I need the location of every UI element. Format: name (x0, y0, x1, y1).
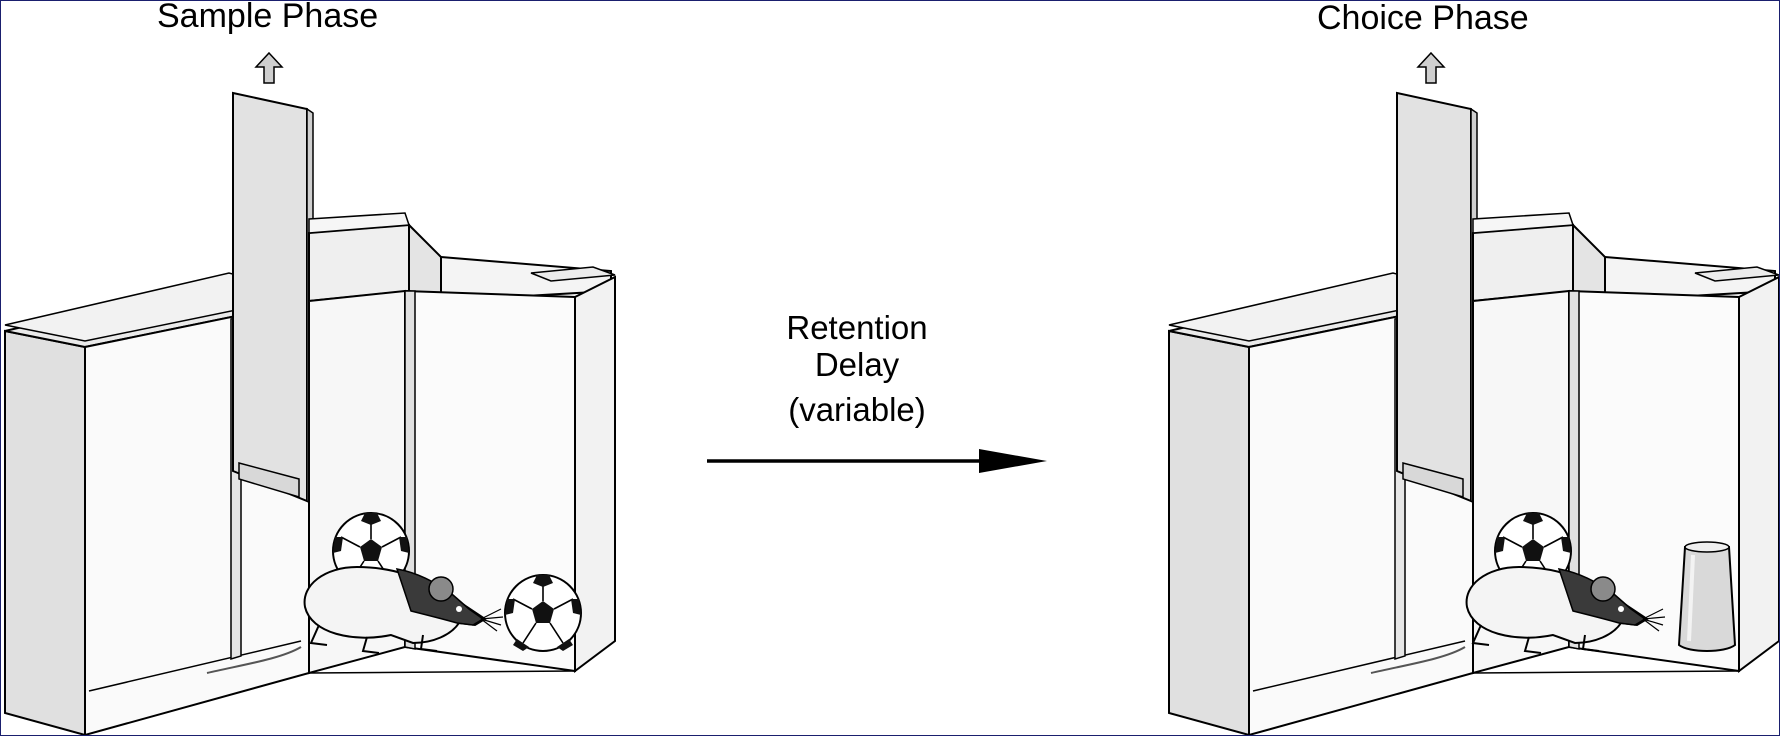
choice-phase-arena (1168, 52, 1779, 735)
retention-arrow (707, 449, 1047, 473)
delay-line-2: Delay (814, 346, 900, 383)
delay-line-1: Retention (786, 309, 928, 346)
cup-object (1677, 540, 1737, 653)
delay-line-3: (variable) (788, 391, 926, 428)
door-lift-arrow-icon (255, 52, 283, 84)
door-lift-arrow-icon (1417, 52, 1445, 84)
retention-delay-label: Retention Delay (variable) (753, 309, 961, 428)
soccer-ball-right (504, 574, 582, 652)
arrowhead-icon (979, 449, 1047, 473)
sample-phase-arena (4, 52, 616, 735)
choice-phase-title: Choice Phase (1317, 0, 1529, 37)
sample-phase-title: Sample Phase (157, 0, 379, 35)
